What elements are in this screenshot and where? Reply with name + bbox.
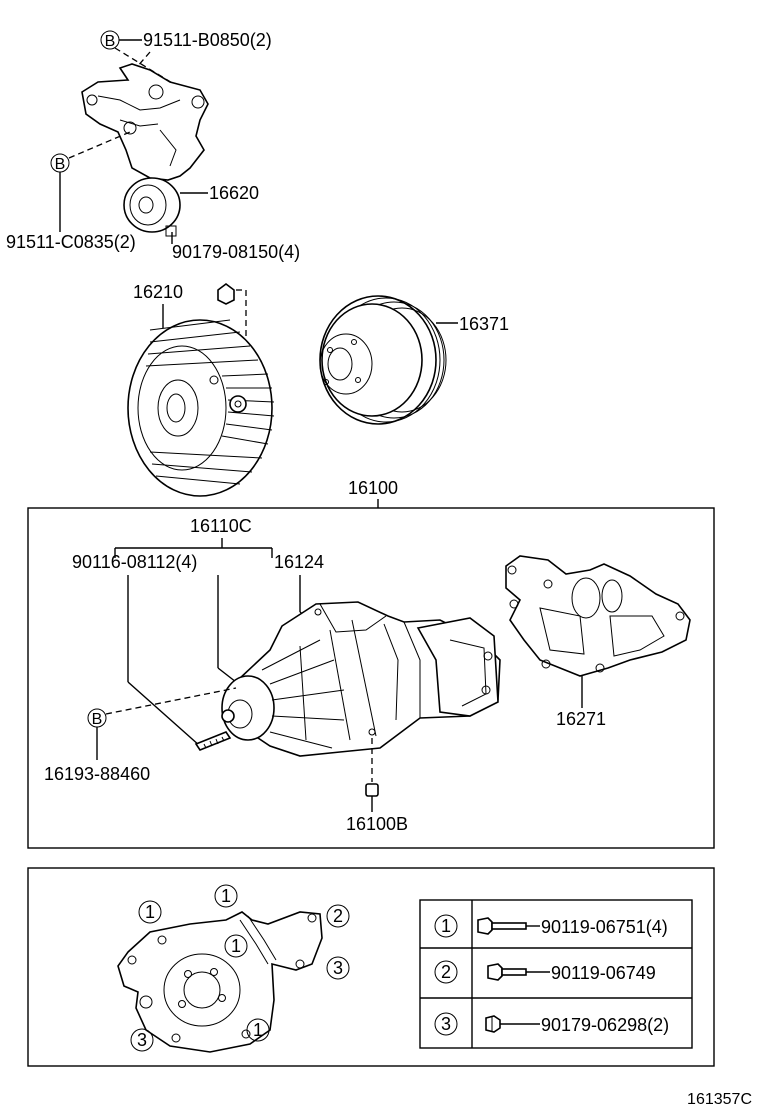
callout-stud: 90116-08112(4) [72,552,197,572]
callout-assembly: 16100 [348,478,398,498]
svg-text:3: 3 [137,1030,147,1050]
svg-text:1: 1 [231,936,241,956]
gasket [505,555,691,677]
bolt-marker-1a: 1 [138,900,162,924]
water-pump-assembly-box: 16100 16110C 90116-08112(4) 16124 [27,478,715,849]
pump-housing-outline [117,911,323,1053]
marker-b-left-text: B [55,156,66,173]
callout-bolt-b-top: 91511-B0850(2) [143,30,272,50]
idler-pulley [123,177,181,233]
assembly-frame [27,507,715,849]
idler-bracket-assembly: B 91511-B0850(2) 16620 B 91511-C0835(2) … [6,30,300,262]
svg-text:1: 1 [221,886,231,906]
bolt-medium-icon [487,963,527,981]
bolt-marker-2: 2 [326,904,350,928]
callout-idler: 16620 [209,183,259,203]
svg-text:1: 1 [441,916,451,936]
marker-b-assembly-text: B [92,711,103,728]
bolt-marker-1d: 1 [246,1018,270,1042]
callout-housing: 16124 [274,552,324,572]
nut-icon [485,1015,501,1033]
callout-bolt-c: 91511-C0835(2) [6,232,136,252]
legend-part-1: 90119-06751(4) [541,917,668,937]
pulley: 16371 [319,295,509,425]
bolt-marker-3a: 3 [326,956,350,980]
svg-text:1: 1 [145,902,155,922]
fan-coupling: 16210 [127,282,275,497]
diagram-id: 161357C [687,1091,752,1108]
callout-pulley: 16371 [459,314,509,334]
legend-part-2: 90119-06749 [551,963,656,983]
legend-row-1: 1 90119-06751(4) [434,914,668,938]
legend-row-2: 2 90119-06749 [434,960,656,984]
legend-row-3: 3 90179-06298(2) [434,1012,669,1036]
callout-fan-coupling: 16210 [133,282,183,302]
bolt-position-box: 1 1 1 1 2 3 3 [27,867,715,1067]
callout-plug: 16100B [346,814,408,834]
callout-gasket: 16271 [556,709,606,729]
svg-text:1: 1 [253,1020,263,1040]
bolt-marker-1c: 1 [224,934,248,958]
svg-text:3: 3 [333,958,343,978]
bolt-marker-1b: 1 [214,884,238,908]
svg-text:3: 3 [441,1014,451,1034]
bracket [81,63,209,181]
callout-nut: 90179-08150(4) [172,242,300,262]
callout-pump: 16110C [190,516,252,536]
bolt-legend-table: 1 90119-06751(4) 2 90119-06749 [419,899,693,1049]
svg-text:2: 2 [441,962,451,982]
bolt-frame [27,867,715,1067]
callout-hose-fitting: 16193-88460 [44,764,150,784]
svg-text:2: 2 [333,906,343,926]
bolt-long-icon [477,917,527,935]
marker-b-top-text: B [105,33,116,50]
legend-part-3: 90179-06298(2) [541,1015,669,1035]
bolt-marker-3b: 3 [130,1028,154,1052]
